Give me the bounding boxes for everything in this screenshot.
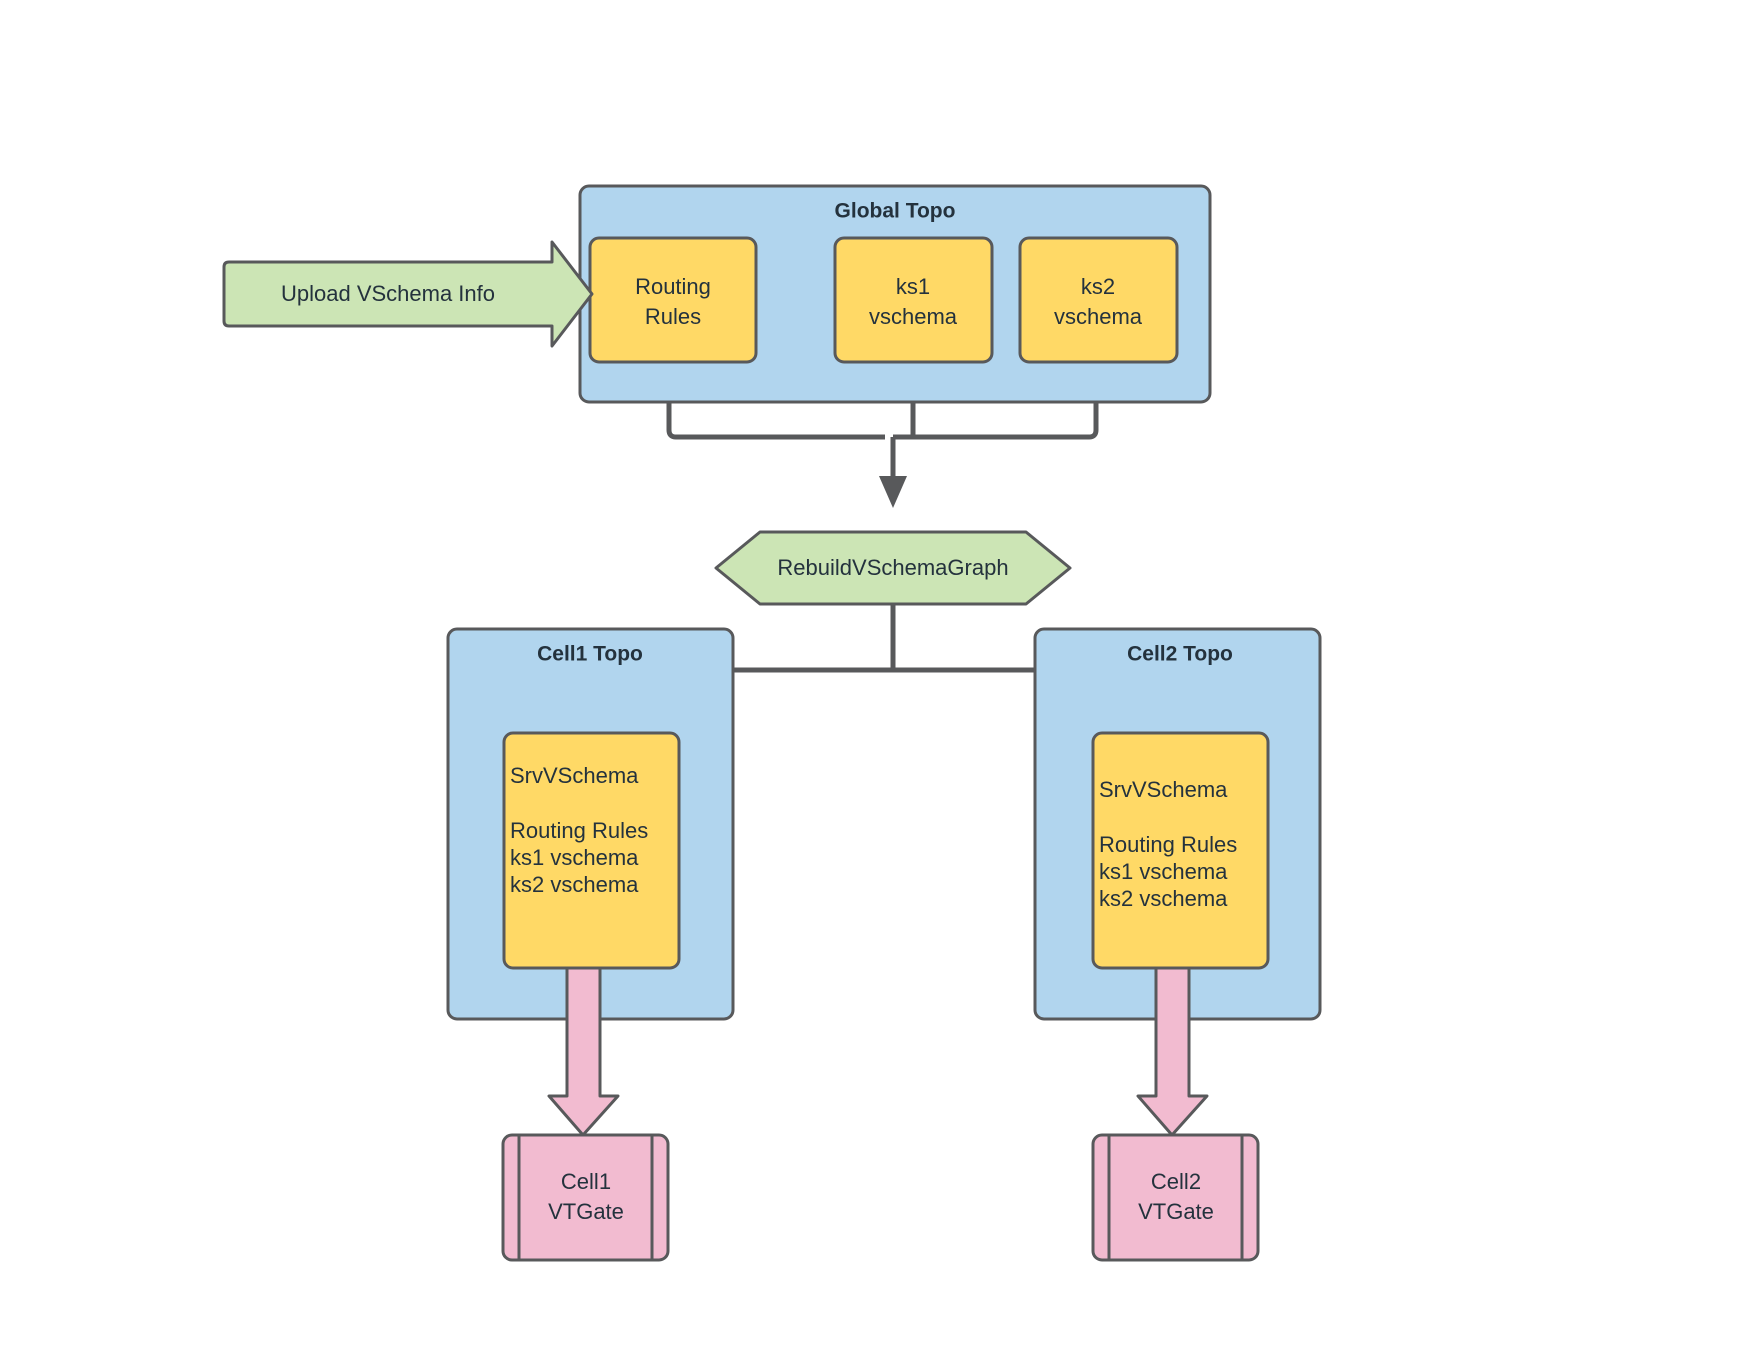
routing-rules-label-line1: Routing: [635, 274, 711, 299]
upload-arrow-label: Upload VSchema Info: [281, 281, 495, 306]
cell1-vtgate-feed-arrow: [547, 966, 620, 1137]
ks1-vschema-box: [833, 236, 994, 364]
node-ks2-vschema[interactable]: ks2 vschema: [1018, 236, 1179, 364]
cell2-vtgate-box: [1091, 1133, 1260, 1262]
global-topo-title: Global Topo: [835, 200, 956, 223]
cell1-srvvschema-item-0: Routing Rules: [510, 818, 648, 843]
cell2-srvvschema-item-2: ks2 vschema: [1099, 886, 1228, 911]
cell2-srvvschema-node[interactable]: SrvVSchema Routing Rules ks1 vschema ks2…: [1091, 731, 1270, 970]
ks2-vschema-label-line1: ks2: [1081, 274, 1115, 299]
cell2-srvvschema-item-1: ks1 vschema: [1099, 859, 1228, 884]
connector-routing-rules-down: [666, 362, 885, 440]
cell1-srvvschema-item-1: ks1 vschema: [510, 845, 639, 870]
upload-arrow-shape: [222, 240, 594, 348]
arrowhead-to-rebuild: [879, 476, 907, 508]
upload-vschema-info-arrow[interactable]: Upload VSchema Info: [222, 240, 594, 348]
cell1-vtgate-node[interactable]: Cell1 VTGate: [501, 1133, 670, 1262]
cell1-pink-arrow-shape: [547, 966, 620, 1137]
rebuild-hexagon-shape: [714, 530, 1072, 606]
cell1-srvvschema-item-2: ks2 vschema: [510, 872, 639, 897]
rebuild-vschema-graph-process[interactable]: RebuildVSchemaGraph: [714, 530, 1072, 606]
cell1-vtgate-label-line2: VTGate: [548, 1199, 624, 1224]
node-ks1-vschema[interactable]: ks1 vschema: [833, 236, 994, 364]
cell1-srvvschema-heading: SrvVSchema: [510, 763, 639, 788]
routing-rules-label-line2: Rules: [645, 304, 701, 329]
cell2-topo-title: Cell2 Topo: [1127, 643, 1233, 666]
cell2-vtgate-feed-arrow: [1136, 966, 1209, 1137]
connector-ks2-down: [893, 362, 1099, 440]
routing-rules-box: [588, 236, 758, 364]
cell1-vtgate-box: [501, 1133, 670, 1262]
node-routing-rules[interactable]: Routing Rules: [588, 236, 758, 364]
cell2-srvvschema-heading: SrvVSchema: [1099, 777, 1228, 802]
ks1-vschema-label-line1: ks1: [896, 274, 930, 299]
rebuild-hexagon-label: RebuildVSchemaGraph: [777, 555, 1008, 580]
cell1-vtgate-label-line1: Cell1: [561, 1169, 611, 1194]
cell2-vtgate-label-line1: Cell2: [1151, 1169, 1201, 1194]
ks2-vschema-box: [1018, 236, 1179, 364]
cell1-srvvschema-node[interactable]: SrvVSchema Routing Rules ks1 vschema ks2…: [502, 731, 681, 970]
cell2-srvvschema-item-0: Routing Rules: [1099, 832, 1237, 857]
ks2-vschema-label-line2: vschema: [1054, 304, 1143, 329]
cell2-vtgate-node[interactable]: Cell2 VTGate: [1091, 1133, 1260, 1262]
cell2-vtgate-label-line2: VTGate: [1138, 1199, 1214, 1224]
cell1-topo-title: Cell1 Topo: [537, 643, 643, 666]
cell2-pink-arrow-shape: [1136, 966, 1209, 1137]
ks1-vschema-label-line2: vschema: [869, 304, 958, 329]
